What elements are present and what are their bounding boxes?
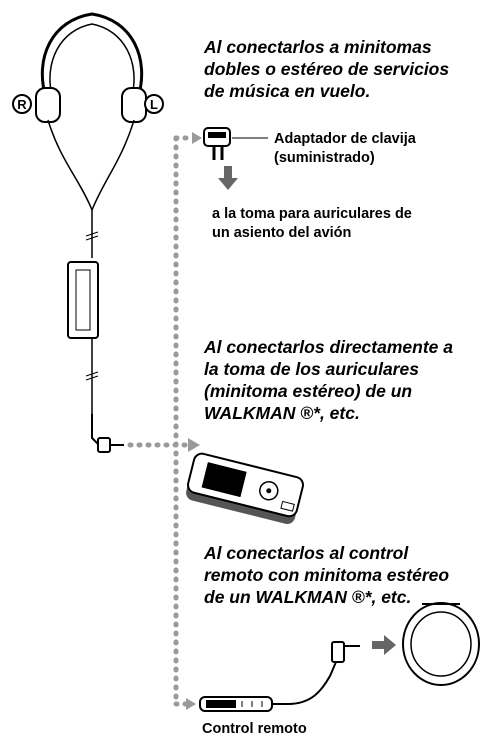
- remote-control-label: Control remoto: [202, 721, 307, 737]
- dotted-arrowheads: [186, 132, 202, 710]
- remote-control-device: [199, 641, 360, 712]
- headphones: [35, 12, 147, 453]
- right-channel-marker: R: [17, 97, 27, 112]
- mini-plug: [97, 437, 111, 453]
- airplane-seat-jack-label: a la toma para auriculares de un asiento…: [212, 206, 412, 241]
- right-earcup: [35, 87, 61, 123]
- dotted-connector: [127, 135, 195, 707]
- headband: [40, 12, 144, 99]
- plug-adapter: [203, 127, 268, 160]
- walkman-player: [186, 452, 304, 524]
- adapter-label: Adaptador de clavija (suministrado): [274, 131, 416, 166]
- caption-direct: Al conectarlos directamente a la toma de…: [204, 337, 453, 423]
- adapter-down-arrow: [218, 166, 238, 190]
- caption-in-flight: Al conectarlos a minitomas dobles o esté…: [204, 37, 450, 101]
- remote-right-arrow: [372, 635, 396, 655]
- caption-remote: Al conectarlos al control remoto con min…: [204, 543, 450, 607]
- headphone-earcup-pad: [402, 602, 480, 686]
- left-earcup: [121, 87, 147, 123]
- left-channel-marker: L: [150, 97, 158, 112]
- channel-markers: [12, 94, 164, 114]
